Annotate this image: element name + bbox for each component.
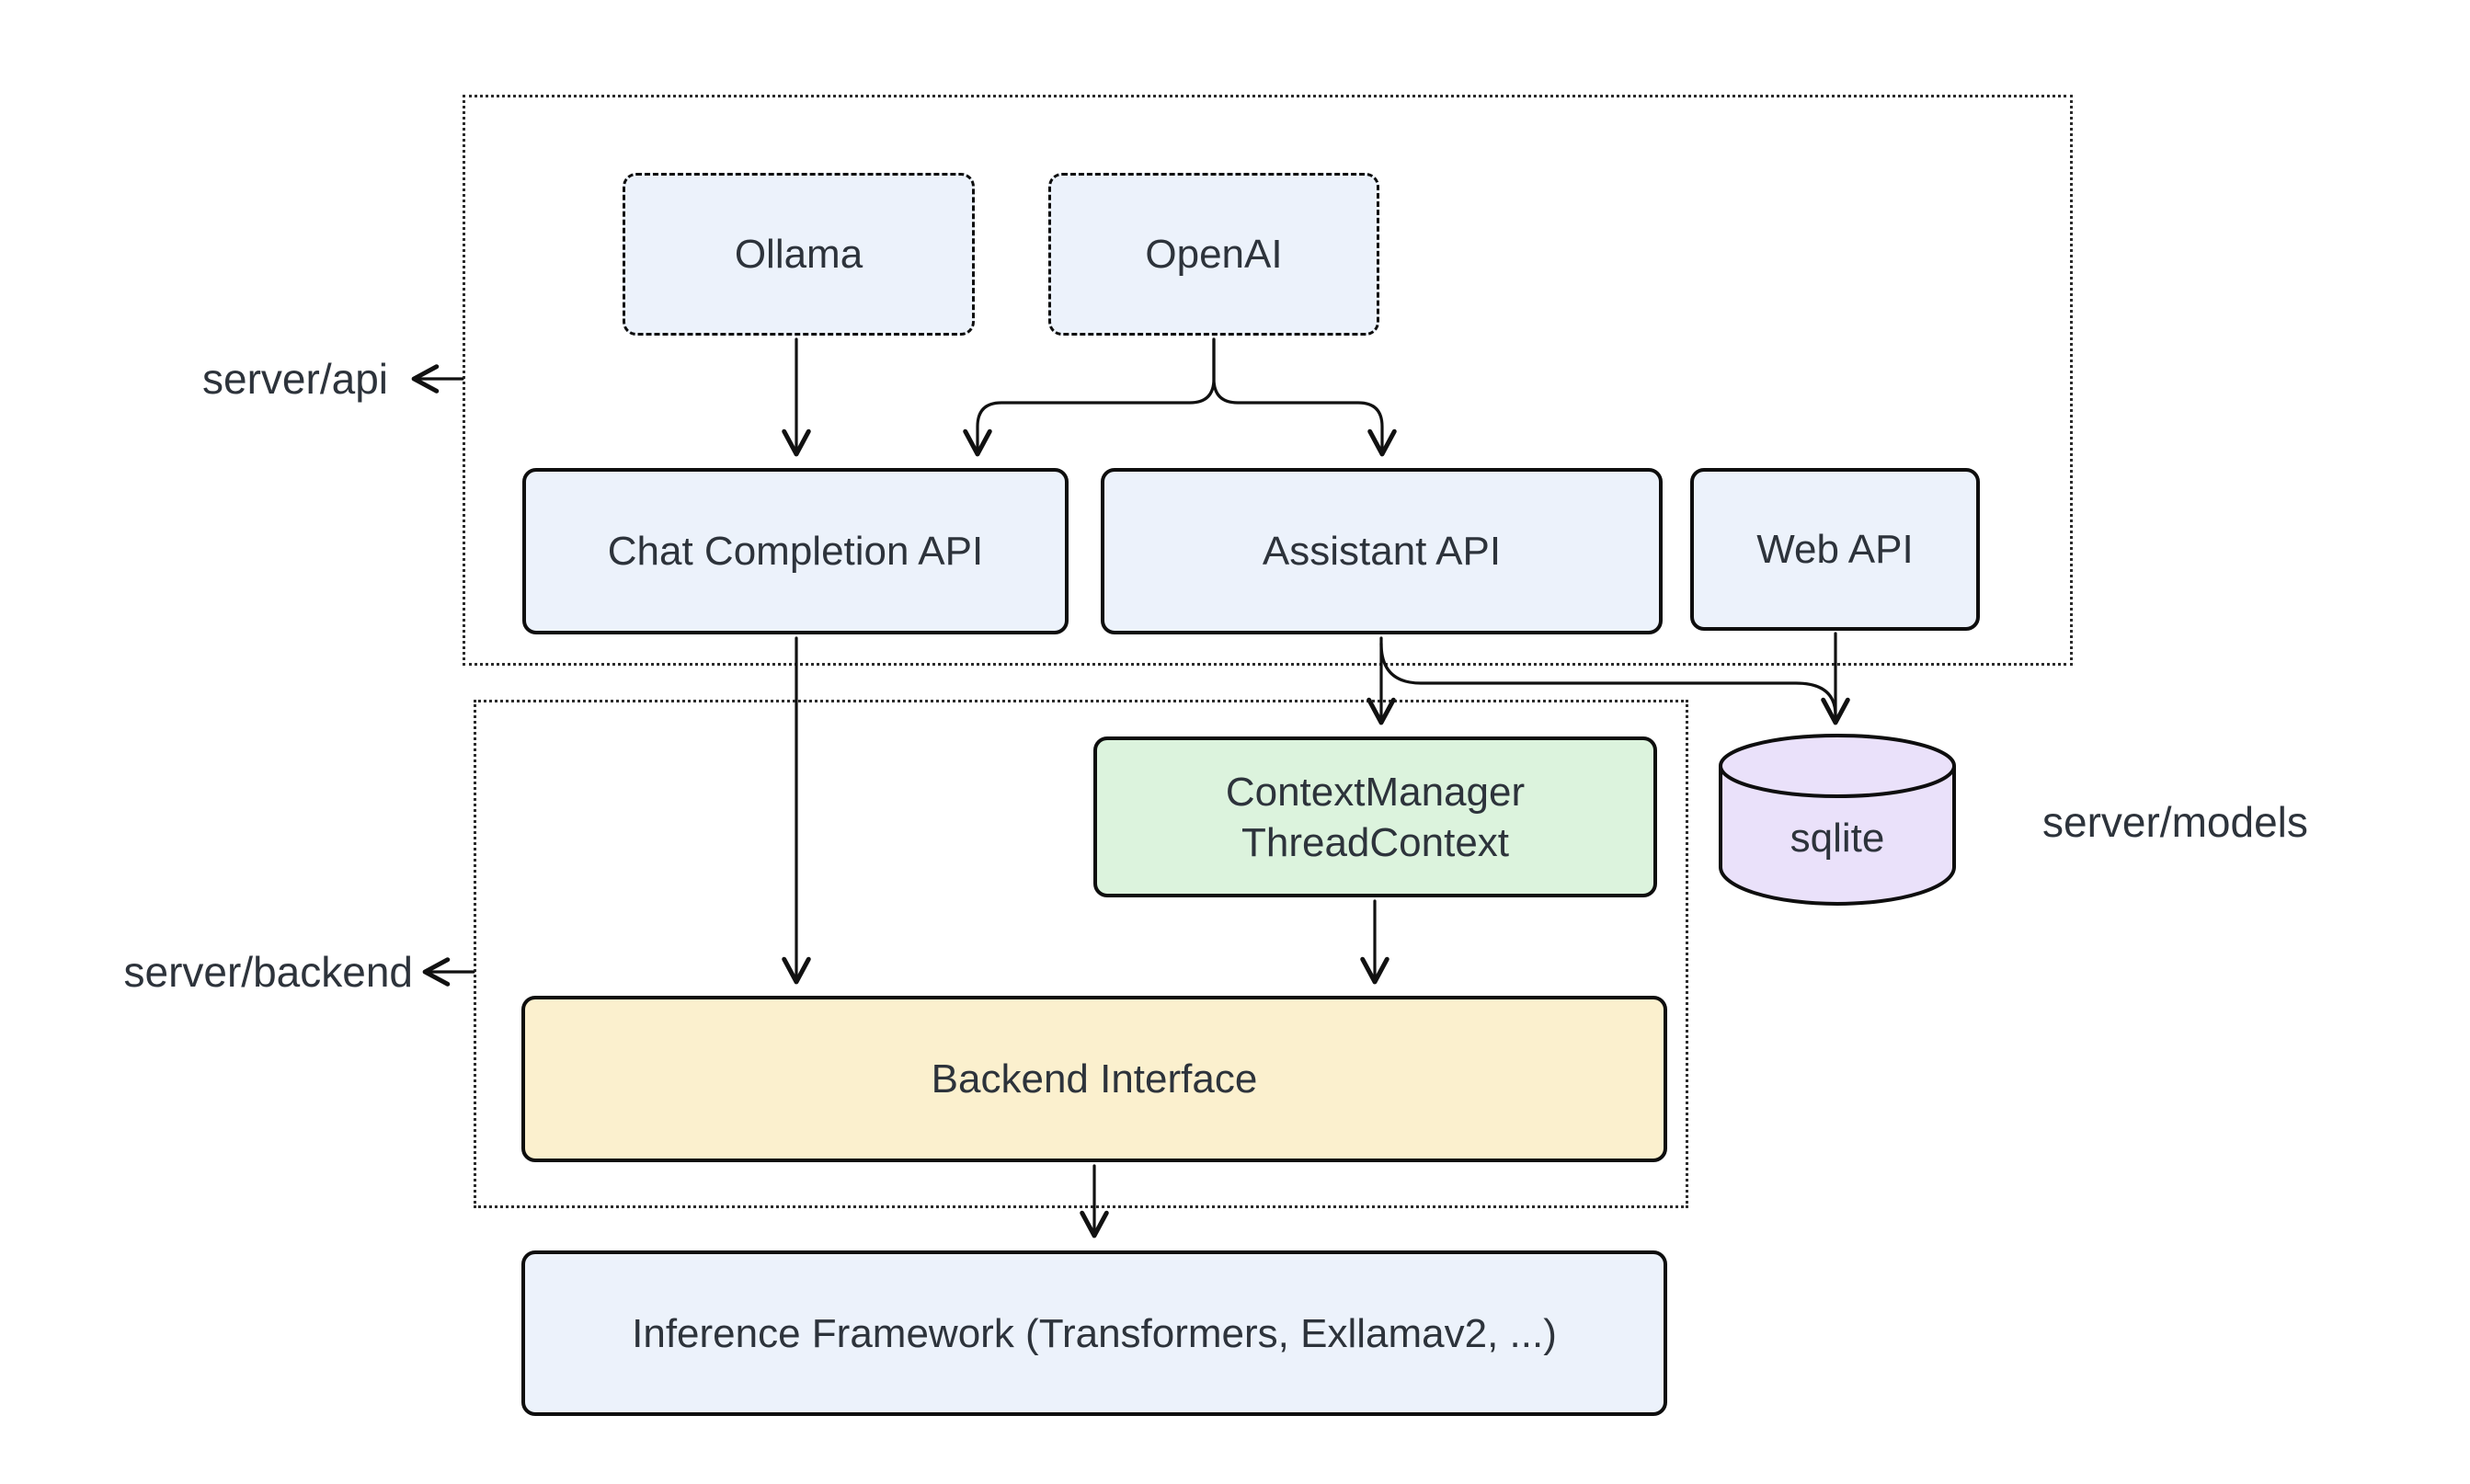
node-openai-label: OpenAI <box>1145 232 1283 277</box>
node-backend-interface-label: Backend Interface <box>931 1056 1258 1102</box>
node-context-manager-label-line1: ContextManager <box>1225 769 1526 815</box>
node-backend-interface: Backend Interface <box>521 996 1667 1162</box>
group-server-api <box>463 95 2073 666</box>
node-chat-completion-api: Chat Completion API <box>522 468 1069 634</box>
group-server-backend <box>474 700 1688 1208</box>
edge-assistant-to-sqlite <box>1379 642 1837 717</box>
node-web-api: Web API <box>1690 468 1980 631</box>
node-chat-completion-api-label: Chat Completion API <box>607 529 984 574</box>
label-server-api: server/api <box>202 355 388 403</box>
edge-openai-to-chat-completion <box>963 337 1216 457</box>
node-ollama-label: Ollama <box>734 232 863 277</box>
label-server-models: server/models <box>2042 798 2308 846</box>
node-context-manager-label-line2: ThreadContext <box>1241 819 1510 865</box>
node-assistant-api: Assistant API <box>1101 468 1663 634</box>
node-ollama: Ollama <box>623 173 975 336</box>
sqlite-cylinder <box>1719 734 1956 906</box>
sqlite-label: sqlite <box>1790 816 1885 861</box>
label-server-backend: server/backend <box>123 948 414 996</box>
edge-openai-to-assistant <box>1212 337 1397 457</box>
node-assistant-api-label: Assistant API <box>1262 529 1502 574</box>
node-context-manager: ContextManager ThreadContext <box>1093 736 1657 897</box>
node-inference-framework-label: Inference Framework (Transformers, Exlla… <box>632 1310 1557 1356</box>
node-inference-framework: Inference Framework (Transformers, Exlla… <box>521 1250 1667 1416</box>
node-openai: OpenAI <box>1048 173 1379 336</box>
node-web-api-label: Web API <box>1756 527 1914 572</box>
